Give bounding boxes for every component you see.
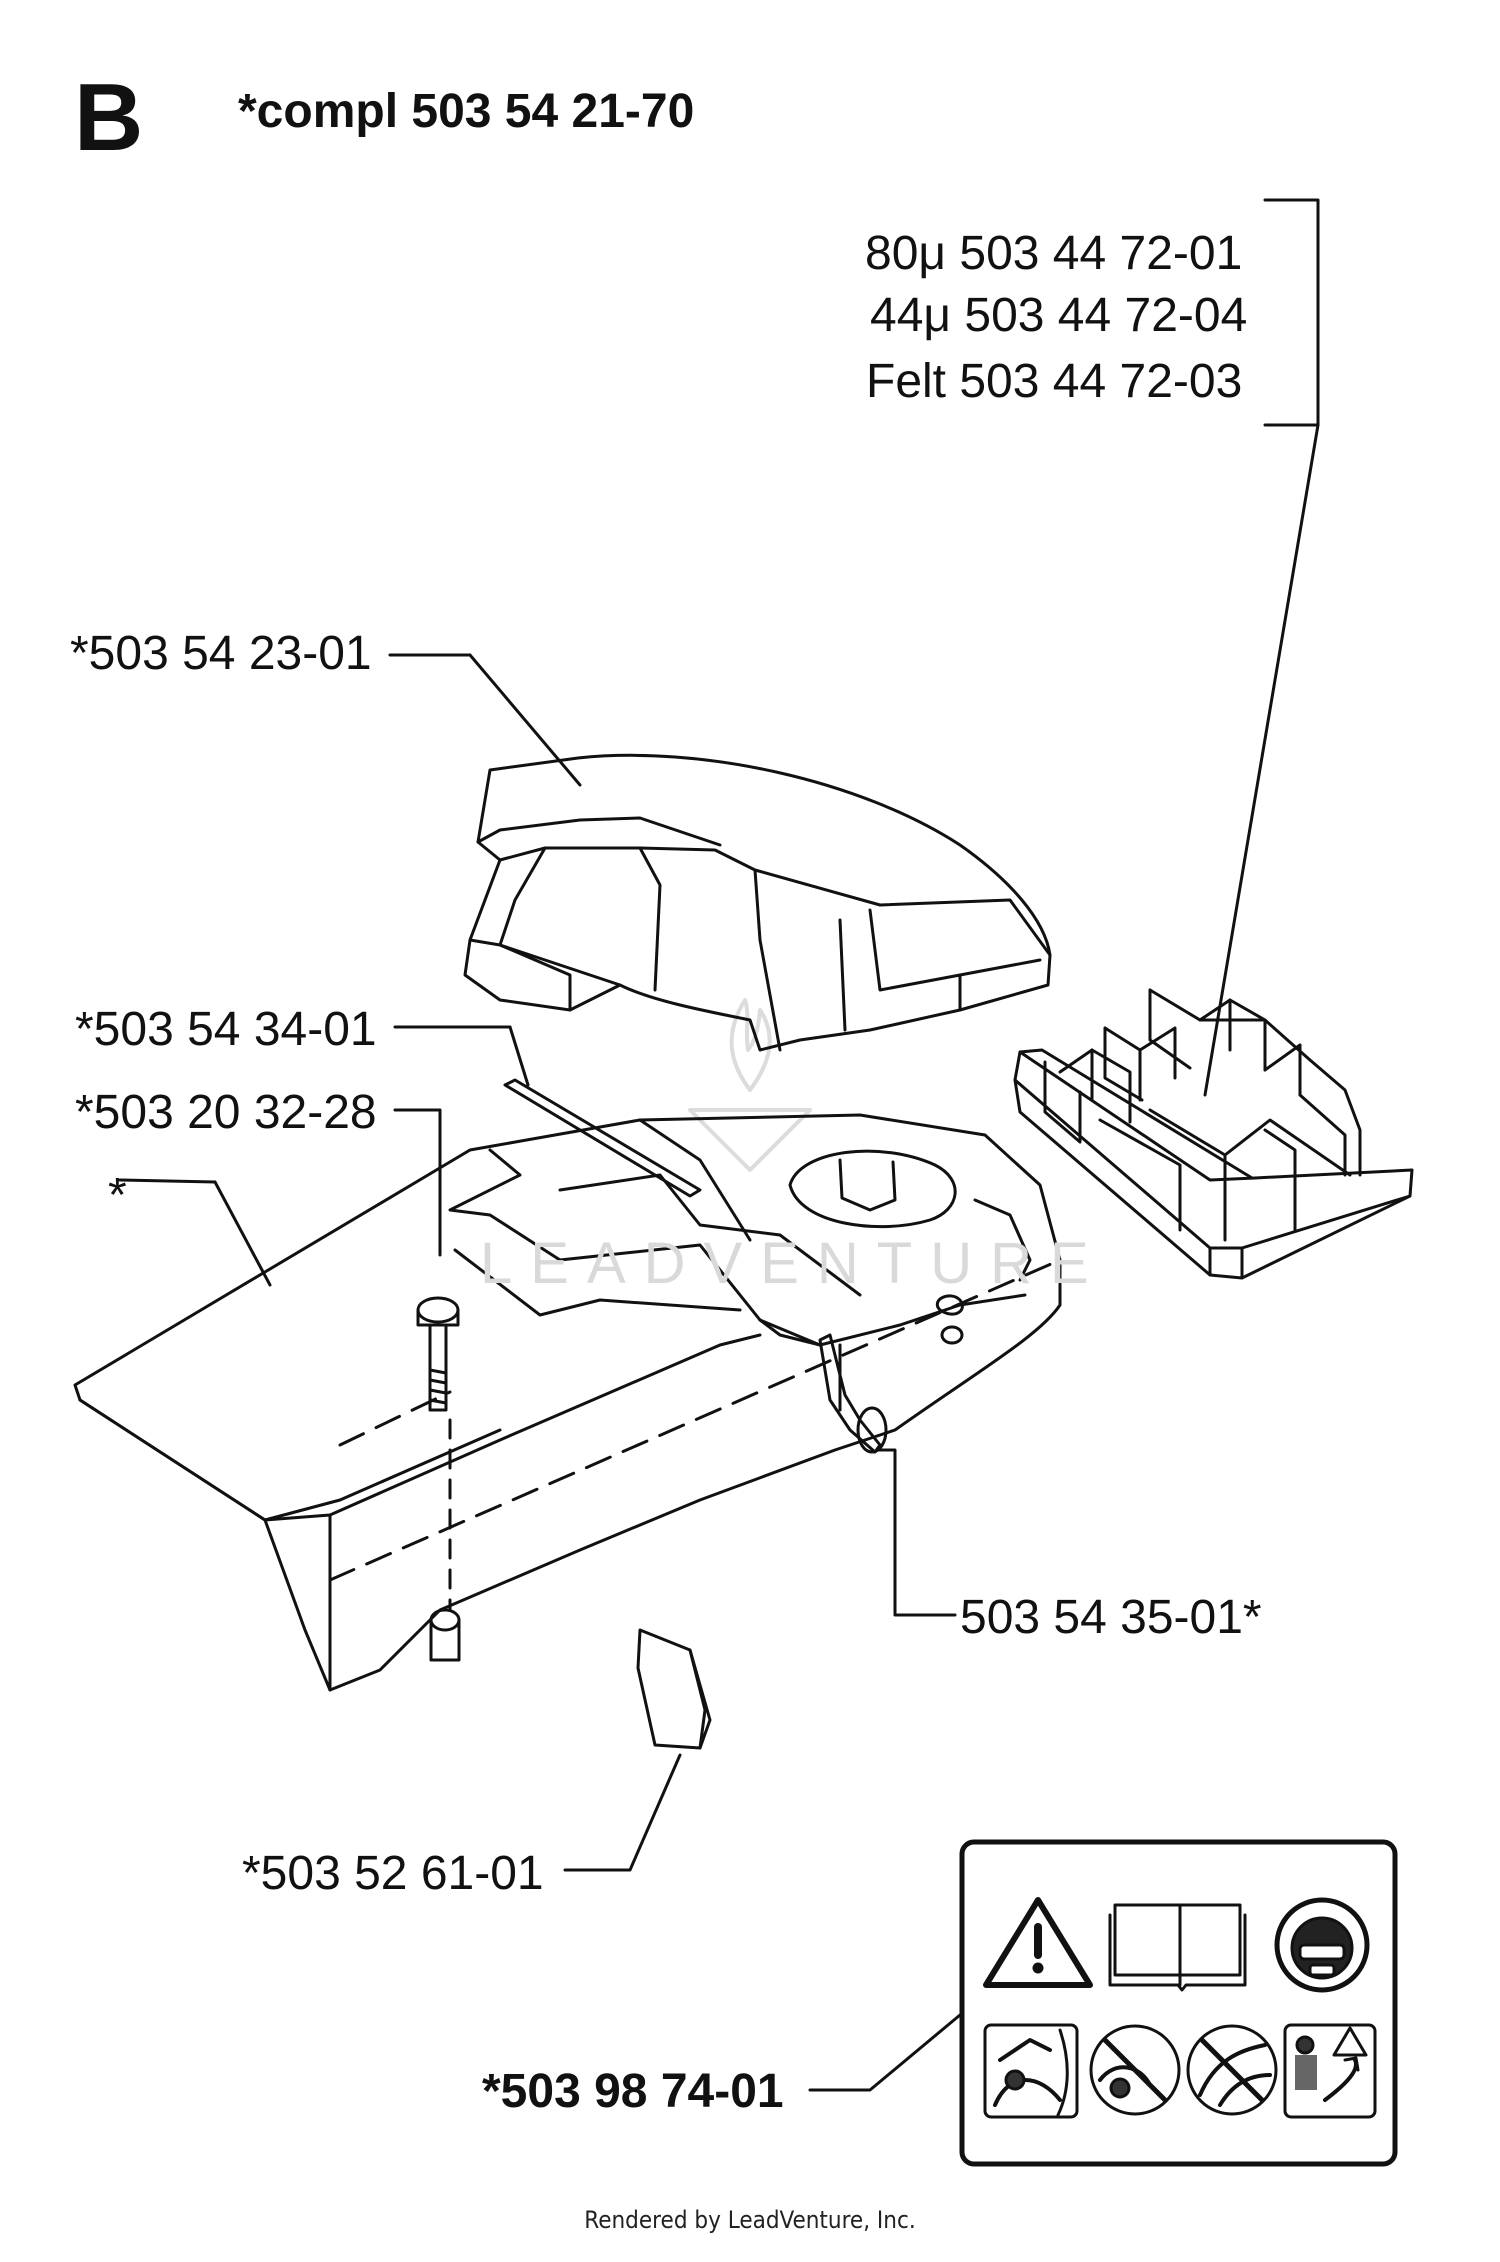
no-one-hand-icon bbox=[1089, 2024, 1181, 2116]
part-label-top-cover: *503 54 23-01 bbox=[70, 627, 372, 680]
part-label-plate: *503 52 61-01 bbox=[242, 1847, 544, 1900]
screw bbox=[416, 1296, 460, 1412]
part-label-seal-strip: *503 54 34-01 bbox=[75, 1003, 377, 1056]
air-filter bbox=[1013, 988, 1414, 1280]
no-tip-contact-icon bbox=[1186, 2024, 1278, 2116]
protective-gear-icon bbox=[1274, 1897, 1370, 1993]
decal-leader bbox=[808, 2013, 962, 2092]
warning-triangle-icon bbox=[983, 1897, 1093, 1988]
watermark: LEADVENTURE bbox=[480, 1231, 1107, 1296]
cover-body bbox=[73, 1108, 1062, 1692]
watermark-flame-icon bbox=[688, 998, 812, 1172]
operator-warning-icon bbox=[1283, 2023, 1377, 2119]
clip bbox=[818, 1333, 957, 1617]
top-cover bbox=[388, 653, 1052, 1052]
manual-book-icon bbox=[1108, 1903, 1247, 1992]
part-label-clip: 503 54 35-01* bbox=[960, 1591, 1262, 1644]
section-letter: B bbox=[74, 64, 144, 171]
part-label-cover: * bbox=[108, 1169, 127, 1222]
part-label-decal: *503 98 74-01 bbox=[482, 2065, 784, 2118]
filter-label-44: 44μ 503 44 72-04 bbox=[870, 289, 1248, 342]
plate bbox=[563, 1628, 712, 1872]
assembly-number: *compl 503 54 21-70 bbox=[238, 85, 695, 138]
filter-bracket bbox=[1203, 198, 1320, 1097]
kickback-hazard-icon bbox=[983, 2023, 1079, 2119]
seal-strip bbox=[393, 1025, 702, 1198]
filter-label-felt: Felt 503 44 72-03 bbox=[866, 355, 1243, 408]
decal-frame bbox=[959, 1839, 1398, 2167]
part-label-screw: *503 20 32-28 bbox=[75, 1086, 377, 1139]
filter-label-80: 80μ 503 44 72-01 bbox=[865, 227, 1243, 280]
footer-credit: Rendered by LeadVenture, Inc. bbox=[584, 2206, 916, 2234]
